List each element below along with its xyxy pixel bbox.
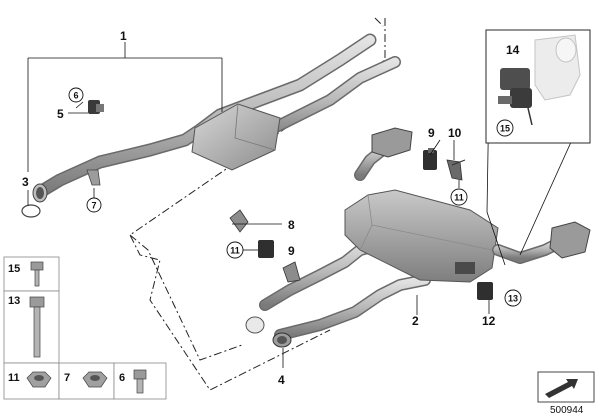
legend-15: 15 xyxy=(8,263,20,275)
rear-silencer-assembly xyxy=(259,127,591,341)
hanger-10 xyxy=(446,159,466,181)
legend-11: 11 xyxy=(8,372,20,384)
hanger-bracket-rear xyxy=(282,261,301,283)
callout-10: 10 xyxy=(448,126,462,140)
callout-13: 13 xyxy=(508,294,518,304)
front-rubber-mount xyxy=(88,100,104,114)
callout-15: 15 xyxy=(500,124,510,134)
callout-4: 4 xyxy=(278,373,285,387)
hex-bolt-icon xyxy=(29,296,45,358)
callout-2: 2 xyxy=(412,314,419,328)
callout-11b: 11 xyxy=(230,246,240,256)
callout-6-circle xyxy=(68,87,84,103)
catalytic-converter xyxy=(191,103,281,171)
clamp-white xyxy=(245,316,265,334)
callout-15-circle xyxy=(496,119,514,137)
callout-11a-circle xyxy=(450,188,468,206)
nut-icon-7 xyxy=(82,371,108,388)
callout-13-circle xyxy=(504,289,522,307)
nut-icon xyxy=(26,371,52,388)
callout-11a: 11 xyxy=(454,193,464,203)
front-pipe-assembly xyxy=(32,33,401,203)
legend-7: 7 xyxy=(64,372,70,384)
assembly-boundary xyxy=(129,17,386,391)
actuator-icon xyxy=(498,68,533,126)
callout-8: 8 xyxy=(288,218,295,232)
bolt-icon xyxy=(30,261,44,287)
bracket-8 xyxy=(229,209,249,233)
bolt-icon-6 xyxy=(133,369,147,394)
legend-6: 6 xyxy=(119,372,125,384)
callout-6: 6 xyxy=(73,91,78,101)
callout-11b-circle xyxy=(226,241,244,259)
callout-5: 5 xyxy=(57,107,64,121)
callout-1: 1 xyxy=(120,29,127,43)
right-tailpipe xyxy=(549,221,591,259)
callout-7: 7 xyxy=(91,201,96,211)
legend-labels: 15 13 11 7 6 xyxy=(8,263,125,384)
rubber-mount-12 xyxy=(477,282,493,300)
reference-number: 500944 xyxy=(550,405,584,416)
callout-labels: 1 2 3 4 5 6 7 8 9 9 10 11 11 12 13 14 15 xyxy=(22,29,522,387)
front-hanger-bracket xyxy=(86,169,101,186)
reference-box: 500944 xyxy=(537,371,595,416)
callout-12: 12 xyxy=(482,314,496,328)
clamp-ring xyxy=(21,204,41,218)
legend-13: 13 xyxy=(8,295,20,307)
callout-14: 14 xyxy=(506,43,520,57)
callout-9b: 9 xyxy=(288,244,295,258)
callout-9a: 9 xyxy=(428,126,435,140)
left-tailpipe xyxy=(371,127,413,158)
callout-3: 3 xyxy=(22,175,29,189)
muffler xyxy=(344,189,499,283)
arrow-icon xyxy=(545,379,578,398)
rubber-mount-9a xyxy=(423,148,437,170)
rubber-mount-9b xyxy=(258,240,274,258)
clamp-4 xyxy=(272,332,292,348)
callout-7-circle xyxy=(86,197,102,213)
